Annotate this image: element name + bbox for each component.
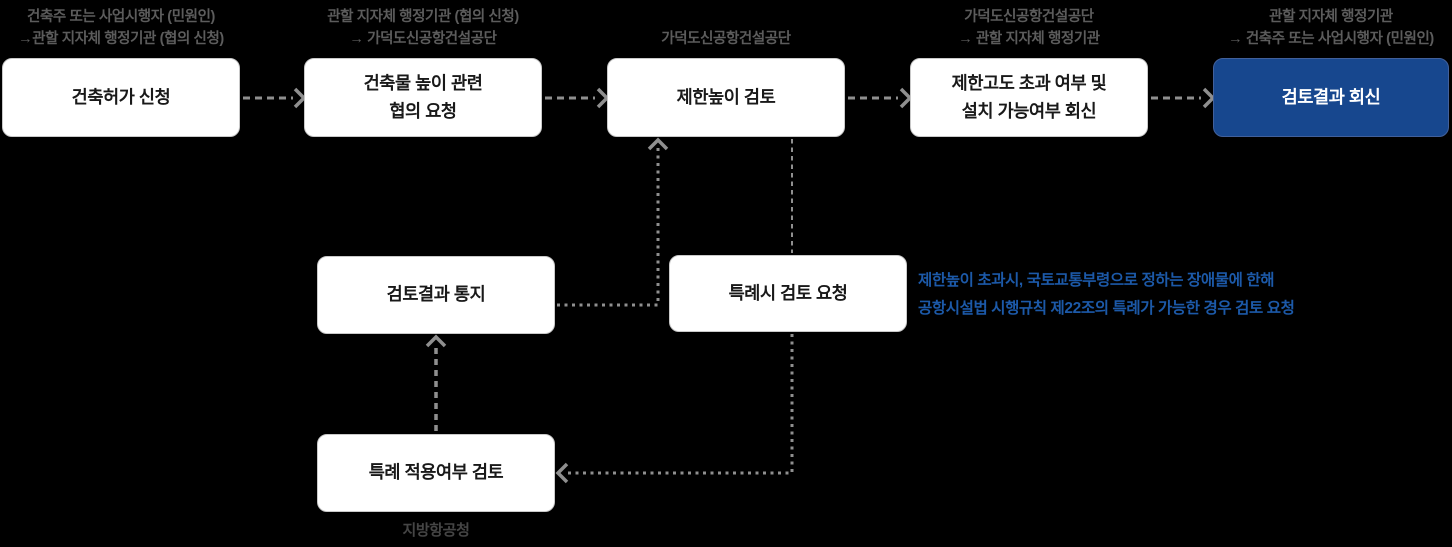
arrowhead-box4 — [899, 87, 913, 109]
connector-notify-to-review — [557, 147, 660, 307]
arrowhead-special-review — [555, 462, 569, 484]
flow-box-special-case-review: 특례 적용여부 검토 — [317, 434, 555, 512]
flow-box-permit-application: 건축허가 신청 — [2, 58, 240, 137]
flow-box-result-notify: 검토결과 통지 — [317, 256, 555, 334]
source-label-limit-exceed-reply: 가덕도신공항건설공단 → 관할 지자체 행정기관 — [958, 9, 1100, 47]
flow-box-limit-exceed-reply: 제한고도 초과 여부 및 설치 가능여부 회신 — [910, 58, 1148, 137]
arrowhead-box3 — [596, 87, 610, 109]
connector-special-request-to-special-review — [568, 334, 794, 475]
source-label-height-review: 가덕도신공항건설공단 — [661, 31, 791, 47]
special-case-note-line1: 제한높이 초과시, 국토교통부령으로 정하는 장애물에 한해 — [918, 272, 1275, 289]
source-label-result-reply: 관할 지자체 행정기관 → 건축주 또는 사업시행자 (민원인) — [1228, 9, 1434, 47]
arrowhead-notify — [425, 334, 447, 348]
arrowhead-box2 — [293, 87, 307, 109]
arrowhead-box5 — [1202, 87, 1216, 109]
agency-label-regional-aviation: 지방항공청 — [402, 522, 470, 539]
flow-box-height-review: 제한높이 검토 — [607, 58, 845, 137]
special-case-note: 제한높이 초과시, 국토교통부령으로 정하는 장애물에 한해 공항시설법 시행규… — [918, 267, 1295, 322]
flow-box-height-consult-request: 건축물 높이 관련 협의 요청 — [304, 58, 542, 137]
source-label-permit-application: 건축주 또는 사업시행자 (민원인) →관할 지자체 행정기관 (협의 신청) — [18, 9, 224, 47]
arrowhead-review — [647, 137, 669, 151]
flow-box-special-case-request: 특례시 검토 요청 — [669, 255, 907, 332]
flow-box-result-reply: 검토결과 회신 — [1213, 58, 1449, 137]
special-case-note-line2: 공항시설법 시행규칙 제22조의 특례가 가능한 경우 검토 요청 — [918, 299, 1295, 317]
source-label-height-consult-request: 관할 지자체 행정기관 (협의 신청) → 가덕도신공항건설공단 — [327, 9, 519, 47]
